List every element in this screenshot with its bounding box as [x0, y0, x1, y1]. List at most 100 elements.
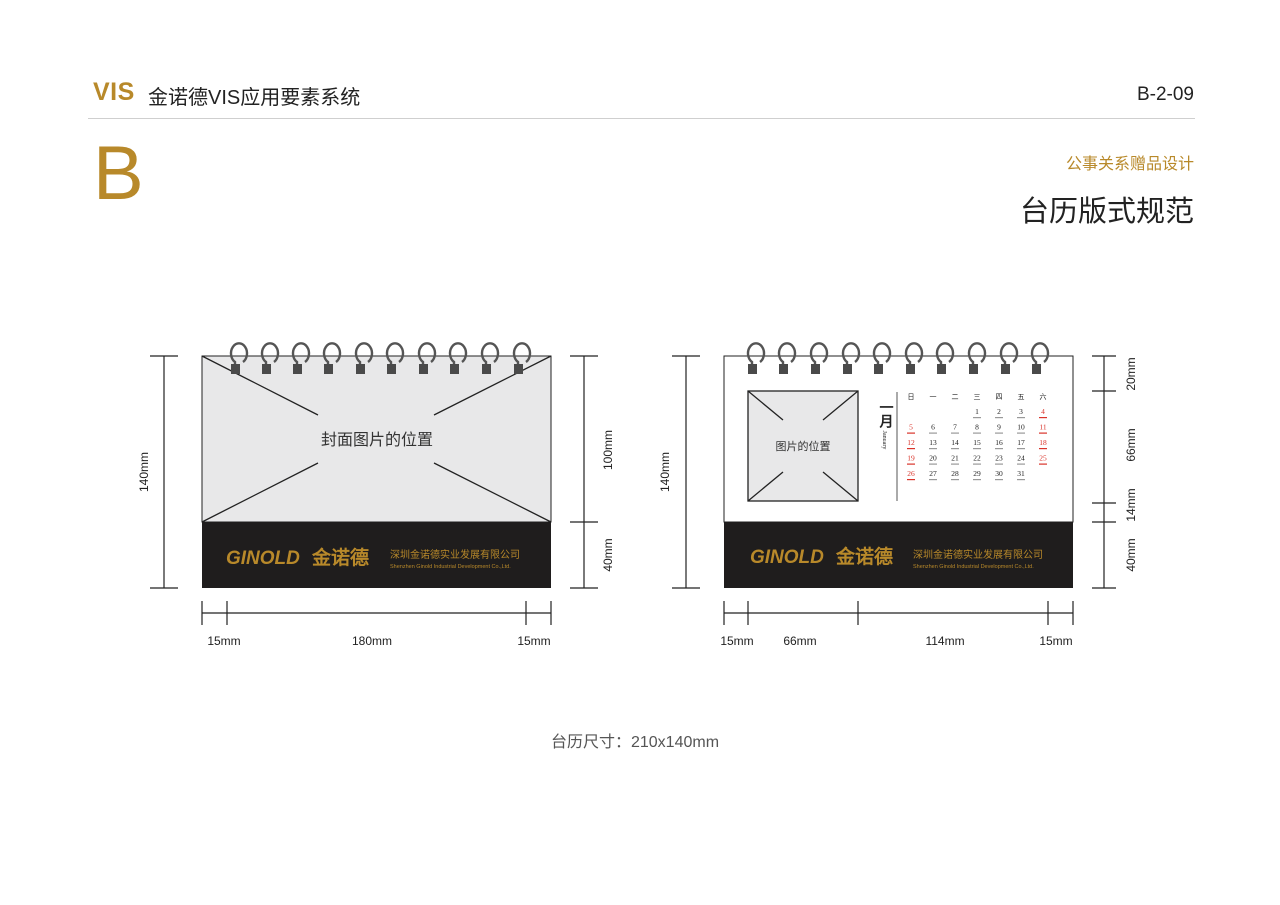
lunar-date-mark	[929, 463, 937, 465]
weekday-label: 五	[1018, 393, 1025, 401]
lunar-date-mark	[973, 479, 981, 481]
header-title: 金诺德VIS应用要素系统	[148, 87, 361, 109]
lunar-date-mark	[973, 417, 981, 419]
logo-cn: 金诺德	[835, 545, 893, 568]
cover-diagonal	[433, 462, 552, 523]
day-number: 4	[1041, 407, 1045, 416]
lunar-date-mark	[973, 432, 981, 434]
photo-placeholder-label: 图片的位置	[776, 439, 831, 453]
lunar-date-mark	[951, 432, 959, 434]
width-label: 15mm	[720, 634, 753, 648]
page-code: B-2-09	[1136, 84, 1194, 105]
section-subtitle: 公事关系赠品设计	[1065, 156, 1194, 173]
day-number: 9	[997, 423, 1001, 432]
lunar-date-mark	[1017, 463, 1025, 465]
lunar-date-mark	[907, 463, 915, 465]
lunar-date-mark	[951, 463, 959, 465]
segment-label: 20mm	[1124, 357, 1138, 390]
lunar-date-mark	[1017, 479, 1025, 481]
top-section-label: 100mm	[601, 430, 615, 470]
width-dimension	[201, 601, 552, 625]
lunar-date-mark	[1017, 432, 1025, 434]
width-label: 15mm	[1039, 634, 1072, 648]
footer-band	[724, 522, 1073, 588]
height-dimension	[672, 355, 700, 589]
lunar-date-mark	[995, 417, 1003, 419]
width-label: 114mm	[925, 634, 964, 648]
day-number: 13	[929, 438, 937, 447]
segment-label: 40mm	[1124, 538, 1138, 571]
footer-band	[202, 522, 551, 588]
lunar-date-mark	[1017, 448, 1025, 450]
day-number: 24	[1017, 454, 1025, 463]
day-number: 16	[995, 438, 1003, 447]
day-number: 7	[953, 423, 957, 432]
width-label: 66mm	[783, 634, 816, 648]
month-cn: 一月	[878, 400, 895, 429]
logo-latin: GINOLD	[750, 547, 824, 568]
day-number: 22	[973, 454, 981, 463]
day-number: 17	[1017, 438, 1025, 447]
day-number: 25	[1039, 454, 1047, 463]
header-divider	[88, 118, 1195, 119]
segment-label: 14mm	[1124, 488, 1138, 521]
day-number: 28	[951, 469, 959, 478]
day-number: 18	[1039, 438, 1047, 447]
size-caption: 台历尺寸：210x140mm	[550, 734, 720, 751]
cover-diagonal	[201, 355, 319, 416]
left-calendar: 封面图片的位置 GINOLD 金诺德 深圳金诺德实业发展有限公司 Shenzhe…	[137, 342, 615, 648]
day-number: 5	[909, 423, 913, 432]
lunar-date-mark	[995, 448, 1003, 450]
day-number: 27	[929, 469, 937, 478]
weekday-label: 四	[996, 393, 1003, 401]
photo-diagonal	[747, 471, 784, 502]
vis-label: VIS	[93, 78, 135, 106]
lunar-date-mark	[995, 479, 1003, 481]
lunar-date-mark	[907, 448, 915, 450]
month-en: January	[881, 431, 887, 450]
width-label: 15mm	[207, 634, 240, 648]
height-label: 140mm	[658, 452, 672, 492]
cover-area	[201, 355, 552, 523]
photo-diagonal	[822, 390, 859, 421]
lunar-date-mark	[929, 432, 937, 434]
height-dimension	[150, 355, 178, 589]
company-name-cn: 深圳金诺德实业发展有限公司	[390, 548, 520, 561]
day-number: 12	[907, 438, 915, 447]
company-name-cn: 深圳金诺德实业发展有限公司	[913, 548, 1043, 561]
day-number: 1	[975, 407, 979, 416]
day-number: 26	[907, 469, 915, 478]
lunar-date-mark	[907, 432, 915, 434]
company-name-en: Shenzhen Ginold Industrial Development C…	[913, 564, 1034, 570]
day-number: 19	[907, 454, 915, 463]
width-label: 180mm	[352, 634, 392, 648]
day-number: 8	[975, 423, 979, 432]
day-number: 3	[1019, 407, 1023, 416]
day-number: 10	[1017, 423, 1025, 432]
lunar-date-mark	[951, 479, 959, 481]
weekday-label: 二	[952, 393, 959, 401]
lunar-date-mark	[995, 463, 1003, 465]
logo-cn: 金诺德	[311, 546, 369, 569]
width-label: 15mm	[517, 634, 550, 648]
lunar-date-mark	[929, 448, 937, 450]
day-number: 30	[995, 469, 1003, 478]
photo-diagonal	[822, 471, 859, 502]
day-number: 29	[973, 469, 981, 478]
day-number: 15	[973, 438, 981, 447]
width-dimension	[723, 601, 1074, 625]
cover-diagonal	[433, 355, 552, 416]
bottom-section-label: 40mm	[601, 538, 615, 571]
weekday-label: 一	[930, 393, 937, 401]
day-number: 2	[997, 407, 1001, 416]
day-number: 23	[995, 454, 1003, 463]
segment-label: 66mm	[1124, 428, 1138, 461]
cover-placeholder-label: 封面图片的位置	[321, 431, 433, 449]
day-number: 11	[1039, 423, 1046, 432]
lunar-date-mark	[929, 479, 937, 481]
lunar-date-mark	[1039, 463, 1047, 465]
weekday-label: 六	[1040, 392, 1047, 401]
section-letter: B	[93, 131, 144, 216]
